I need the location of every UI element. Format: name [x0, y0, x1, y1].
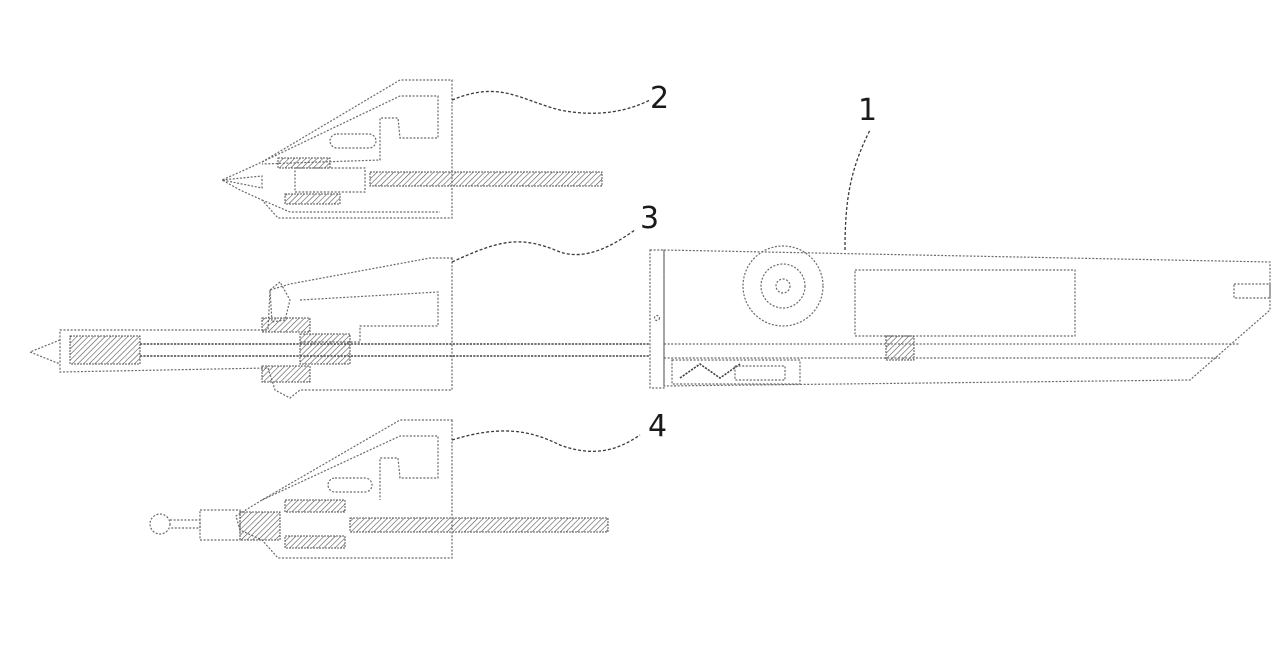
attachment-2: [220, 79, 603, 219]
label-1: 1: [858, 93, 877, 128]
label-3: 3: [640, 201, 659, 236]
label-2: 2: [650, 81, 669, 116]
attachment-4: [149, 419, 609, 559]
attachment-3: [28, 257, 650, 399]
label-4: 4: [648, 409, 667, 444]
main-body-1: [649, 245, 1271, 389]
leader-lines: [451, 90, 871, 452]
